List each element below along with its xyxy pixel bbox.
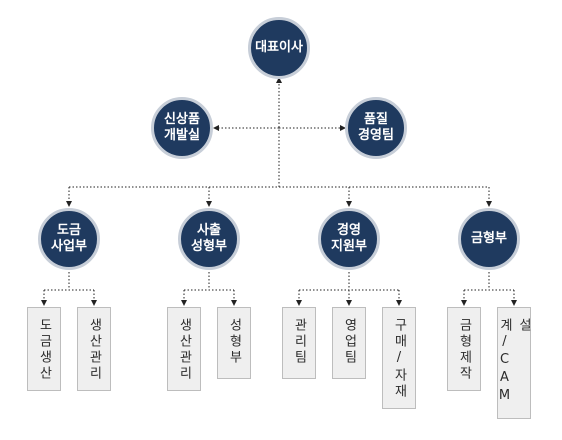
node-quality-team: 품질 경영팀 — [345, 97, 407, 159]
node-division: 사출 성형부 — [178, 208, 240, 270]
team-label: 관리팀 — [291, 318, 307, 366]
node-new-product-lab: 신상품 개발실 — [151, 97, 213, 159]
team-label: 성형부 — [226, 318, 242, 366]
node-division: 금형부 — [458, 208, 520, 270]
team-label: 생산관리 — [86, 318, 102, 382]
team-box: 영업팀 — [332, 307, 366, 379]
team-label: 금형제작 — [456, 318, 472, 382]
team-label: 생산관리 — [176, 318, 192, 382]
node-division: 도금 사업부 — [38, 208, 100, 270]
node-division: 경영 지원부 — [318, 208, 380, 270]
team-label: 도금생산 — [36, 318, 52, 382]
team-box: 구매/자재 — [382, 307, 416, 409]
team-label: 영업팀 — [341, 318, 357, 366]
team-box: 관리팀 — [282, 307, 316, 379]
team-box: 도금생산 — [27, 307, 61, 391]
team-box: 설계/CAM — [497, 307, 531, 419]
team-box: 성형부 — [217, 307, 251, 379]
team-box: 생산관리 — [77, 307, 111, 391]
team-box: 금형제작 — [447, 307, 481, 391]
team-label: 설계/CAM — [497, 318, 531, 406]
team-box: 생산관리 — [167, 307, 201, 391]
node-ceo: 대표이사 — [248, 17, 310, 79]
team-label: 구매/자재 — [391, 318, 407, 400]
